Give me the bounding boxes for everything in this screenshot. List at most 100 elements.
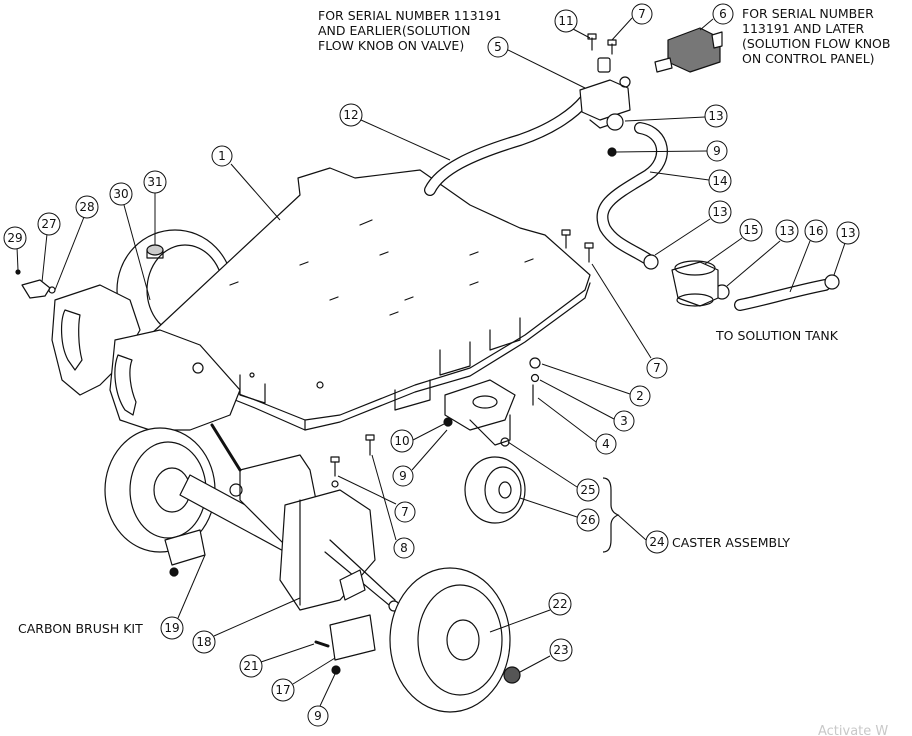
late-serial-note: FOR SERIAL NUMBER 113191 AND LATER (SOLU… <box>742 6 890 66</box>
callout-10: 10 <box>390 423 445 453</box>
caster-wheel <box>464 456 526 524</box>
svg-text:8: 8 <box>400 541 408 555</box>
caster-mount <box>443 357 541 447</box>
caster-assembly-label: CASTER ASSEMBLY <box>672 535 791 550</box>
callout-28: 28 <box>54 195 99 291</box>
inline-filter <box>671 260 719 307</box>
callout-11: 11 <box>554 9 591 39</box>
svg-text:21: 21 <box>243 659 258 673</box>
early-serial-note: FOR SERIAL NUMBER 113191 AND EARLIER(SOL… <box>318 8 502 53</box>
callout-9c: 9 <box>307 673 336 727</box>
callout-14: 14 <box>649 169 732 193</box>
svg-text:9: 9 <box>713 144 721 158</box>
callout-9a: 9 <box>615 140 728 162</box>
svg-text:12: 12 <box>343 108 358 122</box>
callout-3: 3 <box>539 379 635 432</box>
svg-text:27: 27 <box>41 217 56 231</box>
callout-23: 23 <box>519 638 573 673</box>
callout-29: 29 <box>3 226 27 271</box>
svg-text:9: 9 <box>314 709 322 723</box>
callout-26: 26 <box>519 497 600 532</box>
solenoid-valve <box>654 27 723 73</box>
svg-text:2: 2 <box>636 389 644 403</box>
callout-12: 12 <box>339 103 451 161</box>
late-serial-line-4: ON CONTROL PANEL) <box>742 51 875 66</box>
svg-text:14: 14 <box>712 174 727 188</box>
svg-text:23: 23 <box>553 643 568 657</box>
svg-text:16: 16 <box>808 224 823 238</box>
deck-bolts <box>561 229 594 263</box>
hose-clamps <box>606 113 840 300</box>
svg-text:15: 15 <box>743 223 758 237</box>
callout-18: 18 <box>192 597 301 654</box>
wheel-nut <box>503 666 521 684</box>
caster-assembly-brace <box>602 477 620 553</box>
svg-text:7: 7 <box>653 361 661 375</box>
small-fastener-parts <box>15 269 56 299</box>
caster-brace-leader <box>617 514 647 541</box>
svg-text:30: 30 <box>113 187 128 201</box>
early-serial-line-2: AND EARLIER(SOLUTION <box>318 23 471 38</box>
svg-text:17: 17 <box>275 683 290 697</box>
callout-balloons: 1 2 3 4 5 6 7 7 7 8 9 9 9 10 11 12 13 13… <box>3 3 860 727</box>
svg-text:29: 29 <box>7 231 22 245</box>
early-serial-line-1: FOR SERIAL NUMBER 113191 <box>318 8 502 23</box>
side-bracket <box>51 284 241 431</box>
right-drive-wheel <box>389 567 511 713</box>
to-solution-tank-label: TO SOLUTION TANK <box>716 328 838 343</box>
callout-9b: 9 <box>392 429 448 487</box>
callout-16: 16 <box>789 219 828 293</box>
callout-24: 24 <box>645 530 669 554</box>
callout-31: 31 <box>143 170 167 245</box>
svg-text:24: 24 <box>649 535 664 549</box>
callout-7a: 7 <box>611 3 653 41</box>
svg-text:4: 4 <box>602 437 610 451</box>
svg-text:11: 11 <box>558 14 573 28</box>
late-serial-line-1: FOR SERIAL NUMBER <box>742 6 874 21</box>
svg-text:22: 22 <box>552 597 567 611</box>
callout-22: 22 <box>489 592 572 633</box>
callout-1: 1 <box>211 145 281 221</box>
late-serial-line-2: 113191 AND LATER <box>742 21 865 36</box>
early-serial-line-3: FLOW KNOB ON VALVE) <box>318 38 465 53</box>
callout-8: 8 <box>371 454 415 559</box>
transaxle-motor <box>179 423 400 612</box>
svg-text:7: 7 <box>401 505 409 519</box>
hose-14 <box>596 122 668 268</box>
activation-watermark: Activate W <box>818 724 889 736</box>
valve-fittings <box>587 33 617 55</box>
callout-13d: 13 <box>833 221 860 276</box>
solution-valve-early <box>579 57 631 129</box>
callout-13c: 13 <box>726 219 799 287</box>
center-fasteners <box>330 434 375 488</box>
svg-text:26: 26 <box>580 513 595 527</box>
svg-text:13: 13 <box>840 226 855 240</box>
callout-6: 6 <box>699 3 734 31</box>
svg-text:31: 31 <box>147 175 162 189</box>
late-serial-line-3: (SOLUTION FLOW KNOB <box>742 36 891 51</box>
carbon-brush-kit-label: CARBON BRUSH KIT <box>18 621 143 636</box>
svg-text:9: 9 <box>399 469 407 483</box>
svg-text:18: 18 <box>196 635 211 649</box>
axle-brackets <box>164 529 376 675</box>
svg-text:5: 5 <box>494 40 502 54</box>
callout-2: 2 <box>541 363 651 407</box>
svg-text:25: 25 <box>580 483 595 497</box>
hose-16 <box>734 279 831 311</box>
callout-7c: 7 <box>337 475 416 523</box>
callout-21: 21 <box>239 643 315 678</box>
svg-text:13: 13 <box>779 224 794 238</box>
svg-text:1: 1 <box>218 149 226 163</box>
svg-text:7: 7 <box>638 7 646 21</box>
callout-30: 30 <box>109 182 151 301</box>
svg-text:3: 3 <box>620 414 628 428</box>
solution-hose <box>424 94 591 196</box>
callout-7b: 7 <box>591 263 668 379</box>
callout-15: 15 <box>704 218 763 265</box>
callout-13a: 13 <box>624 104 728 128</box>
svg-text:10: 10 <box>394 434 409 448</box>
svg-text:28: 28 <box>79 200 94 214</box>
callout-17: 17 <box>271 657 336 702</box>
